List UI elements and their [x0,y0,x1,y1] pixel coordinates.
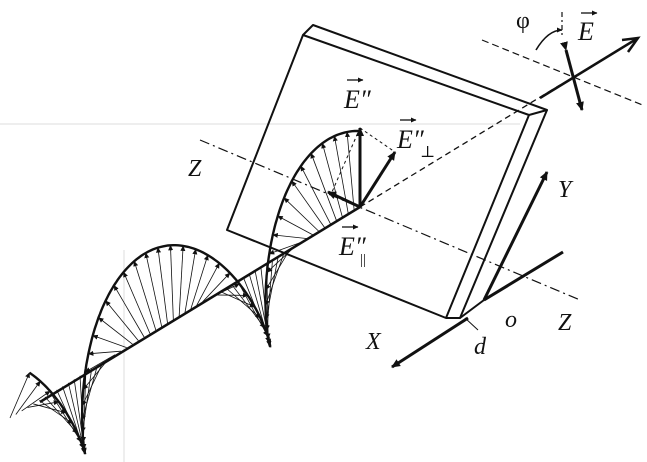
thickness-tick [459,299,485,319]
outgoing-beam [39,205,361,404]
label-e-incident: E [577,17,594,46]
e-perp-vector [358,151,397,208]
field-arrow [264,256,279,320]
field-arrow [144,252,163,327]
field-arrow [82,357,110,390]
field-arrow [321,142,343,218]
projection-dash-1 [331,127,361,193]
projection-dash-2 [359,127,396,153]
field-arrow [300,165,332,225]
incoming-beam [539,36,639,100]
label-e-perp-subscript: ⊥ [420,144,435,161]
label-phi: φ [516,8,530,34]
field-arrow [87,350,121,356]
label-e-double: E″ [343,85,372,114]
field-arrow [310,152,338,222]
field-arrow [283,197,320,232]
incoming-beam-arrowhead [621,36,641,53]
z-axis-line [199,139,581,301]
field-arrow [214,292,249,298]
field-arrow [202,272,231,303]
field-arrow [219,291,256,308]
field-arrow [208,283,240,299]
field-arrow [81,361,104,407]
field-arrow [21,390,51,412]
field-arrow [225,287,261,319]
field-arrow [277,215,314,236]
field-arrow [184,248,198,313]
field-arrow [156,247,168,324]
label-y-axis: Y [558,177,574,203]
label-e-par: E″ [338,232,367,261]
axis-line-right [483,250,564,302]
field-arrow [133,260,157,331]
field-arrow [27,400,60,408]
incident-e-vector [560,41,584,111]
x-axis-arrow [391,316,469,369]
field-arrow [178,245,186,317]
field-arrow [291,180,326,229]
d-leader [464,317,479,331]
helix-envelope [28,129,360,455]
plate-side-edge [446,109,548,319]
label-e-perp: E″ [396,125,425,154]
field-arrow [196,262,220,306]
field-arrow [15,380,41,415]
field-arrow [105,300,139,341]
e-parallel-vector [327,190,361,209]
field-arrow [231,284,265,329]
field-arrow [81,372,87,443]
plate-top-edge [302,24,548,116]
label-z-right: Z [558,310,572,336]
field-arrow [168,244,174,320]
phi-arc [535,27,563,51]
beam-inside-plate [359,84,561,208]
elliptical-wave-helix [9,129,363,455]
field-arrow [9,372,30,419]
field-arrow [98,317,133,345]
field-arrow [272,232,308,240]
label-origin: o [505,307,517,333]
field-arrow [190,254,209,310]
label-thickness: d [474,334,487,360]
field-arrow [268,241,302,255]
y-axis-arrow [482,171,549,301]
field-arrow [84,354,116,373]
reference-line [481,39,646,107]
field-arrow [345,131,355,211]
field-arrow [113,284,145,338]
field-arrow [38,400,73,424]
label-z-left: Z [188,156,202,182]
field-arrow [264,252,285,306]
field-arrow [123,271,151,334]
field-arrow [332,135,349,215]
label-e-par-subscript: || [360,252,366,268]
label-x-axis: X [365,329,382,355]
field-arrow [92,334,127,349]
